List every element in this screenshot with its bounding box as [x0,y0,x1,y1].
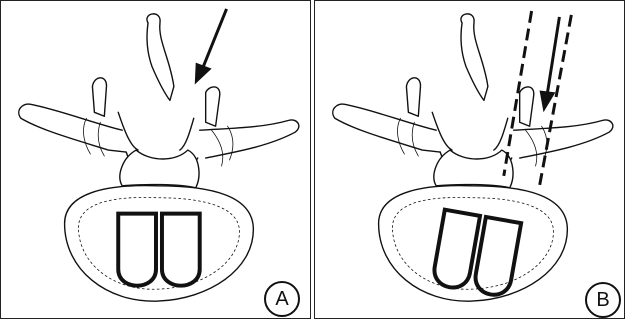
panel-a: A [0,0,311,319]
panel-label-b: B [585,282,621,318]
vertebra-outline-a [19,14,299,301]
vertebra-illustration-a [1,1,310,318]
dashed-trajectory-arrow-icon [504,11,572,186]
vertebra-illustration-b [315,1,624,318]
panel-b: B [314,0,625,319]
angled-cage-pair-icon [432,210,521,298]
solid-oblique-arrow-icon [195,9,227,85]
side-by-side-cage-pair-icon [118,214,199,286]
panel-label-a: A [264,281,300,317]
